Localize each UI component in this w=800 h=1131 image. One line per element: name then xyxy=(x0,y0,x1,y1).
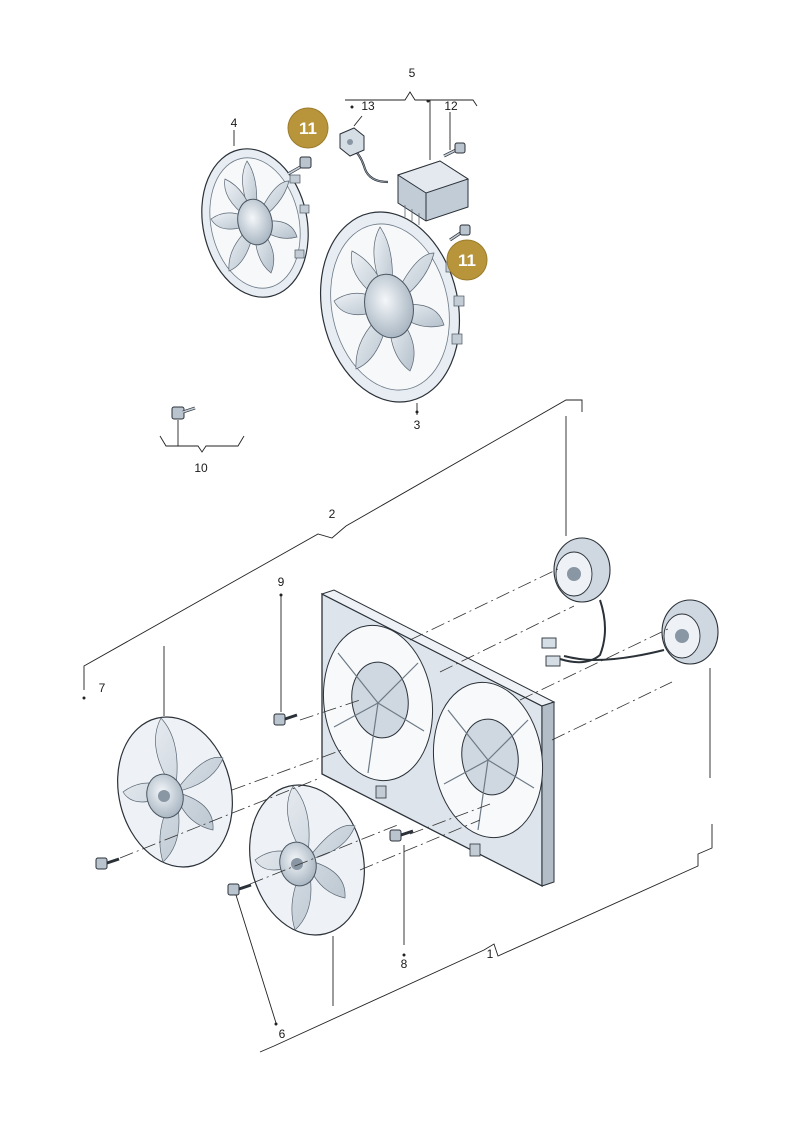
callout-6: 6 xyxy=(279,1027,286,1041)
callout-8: 8 xyxy=(401,957,408,971)
callout-7: 7 xyxy=(99,681,106,695)
bolt-9 xyxy=(273,713,298,726)
bolt-11-lower xyxy=(449,224,471,242)
bolt-11-upper xyxy=(287,156,312,176)
highlight-badge-11-upper[interactable]: 11 xyxy=(287,107,329,149)
group-bracket-1 xyxy=(259,824,713,1053)
fan-shroud-frame xyxy=(320,589,556,888)
leader-dots xyxy=(82,99,430,1026)
bolt-8 xyxy=(389,829,414,842)
assembly-axis-lines xyxy=(119,567,673,885)
callout-9: 9 xyxy=(278,575,285,589)
small-fan-assembly xyxy=(201,148,310,298)
callout-5: 5 xyxy=(409,66,416,80)
leader-lines-top xyxy=(159,91,478,453)
wiring-connector-13 xyxy=(339,127,365,157)
highlight-badge-11-lower[interactable]: 11 xyxy=(446,239,488,281)
callout-3: 3 xyxy=(414,418,421,432)
large-fan-assembly xyxy=(319,211,465,403)
bolt-10 xyxy=(171,406,196,420)
fan-motor-lower xyxy=(661,599,719,665)
bolt-left-fan xyxy=(95,857,120,870)
bolt-12 xyxy=(443,142,466,158)
fan-motor-upper xyxy=(553,537,611,603)
callout-10: 10 xyxy=(194,461,208,475)
callout-12: 12 xyxy=(444,99,458,113)
motor-wiring-harness xyxy=(541,599,665,667)
badge-label: 11 xyxy=(299,119,317,138)
lower-middle-fan xyxy=(249,784,365,936)
fan-control-module xyxy=(351,147,470,225)
badge-label: 11 xyxy=(458,251,476,270)
callout-4: 4 xyxy=(231,116,238,130)
leader-lines-bottom xyxy=(163,416,711,1024)
lower-left-fan xyxy=(117,716,233,868)
callout-labels: 1 2 3 4 5 6 7 8 9 10 12 13 xyxy=(99,66,494,1041)
group-bracket-2 xyxy=(83,399,583,690)
callout-13: 13 xyxy=(361,99,375,113)
callout-1: 1 xyxy=(487,947,494,961)
bolt-middle-fan xyxy=(227,883,252,896)
callout-2: 2 xyxy=(329,507,336,521)
